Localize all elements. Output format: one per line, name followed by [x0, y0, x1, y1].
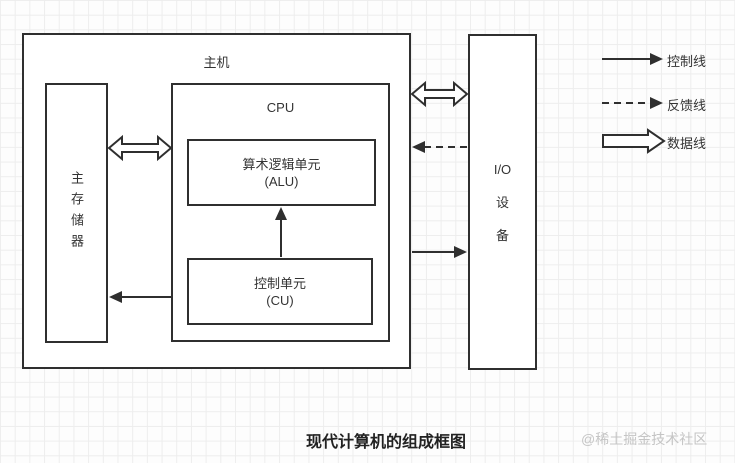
legend-control-arrowhead [650, 53, 663, 65]
feedback-arrowhead [412, 141, 425, 153]
alu-box [187, 139, 376, 206]
control-arrowhead-io [454, 246, 467, 258]
legend-label-feedback-line: 反馈线 [667, 98, 707, 113]
cpu-label: CPU [266, 100, 295, 115]
io-device-label: I/O 设 备 [493, 161, 512, 243]
watermark: @稀土掘金技术社区 [581, 431, 708, 447]
io-device-box [468, 34, 537, 370]
legend-label-data-line: 数据线 [667, 136, 707, 151]
legend-data-line-arrow [602, 128, 666, 154]
main-memory-box [45, 83, 108, 343]
legend-feedback-arrowhead [650, 97, 663, 109]
diagram-title: 现代计算机的组成框图 [306, 434, 467, 451]
cu-label: 控制单元 (CU) [253, 275, 306, 308]
cu-box [187, 258, 373, 325]
legend-label-control-line: 控制线 [667, 54, 707, 69]
alu-label: 算术逻辑单元 (ALU) [242, 156, 321, 189]
host-label: 主机 [203, 55, 230, 70]
data-line-arrow-host-io [410, 80, 469, 108]
main-memory-label: 主存储器 [69, 171, 84, 255]
